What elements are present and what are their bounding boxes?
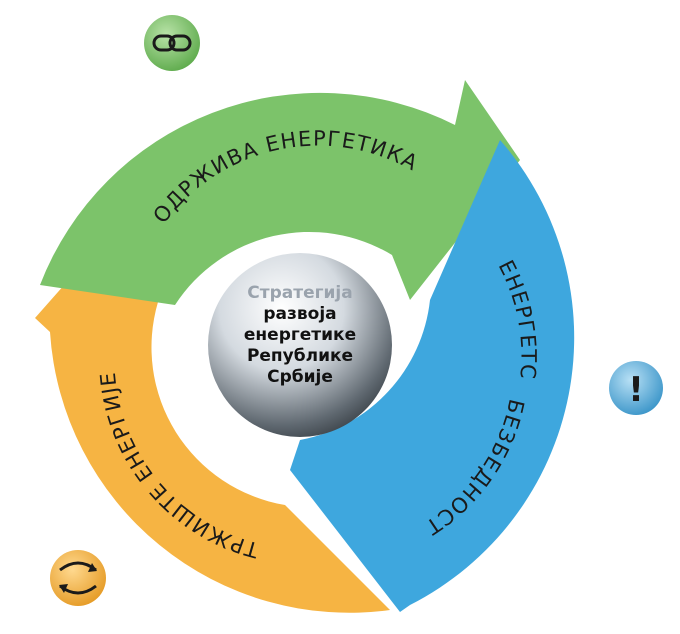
center-title: Стратегија развоја енергетике Републике … [220,283,380,388]
segment-sustainable-arrow [40,80,520,305]
center-title-line-2: развоја [263,304,337,324]
center-title-line-5: Србије [267,367,333,387]
svg-text:!: ! [628,370,644,410]
segment-market-arrow [35,258,390,613]
chain-link-icon [144,15,200,71]
center-sphere [208,253,392,437]
center-title-line-1: Стратегија [247,283,353,303]
center-title-line-3: енергетике [243,325,357,345]
segment-security-arrow [290,140,575,612]
exclamation-icon: ! [609,361,663,415]
center-title-line-4: Републике [246,346,354,366]
cycle-arrows-icon [50,550,106,606]
